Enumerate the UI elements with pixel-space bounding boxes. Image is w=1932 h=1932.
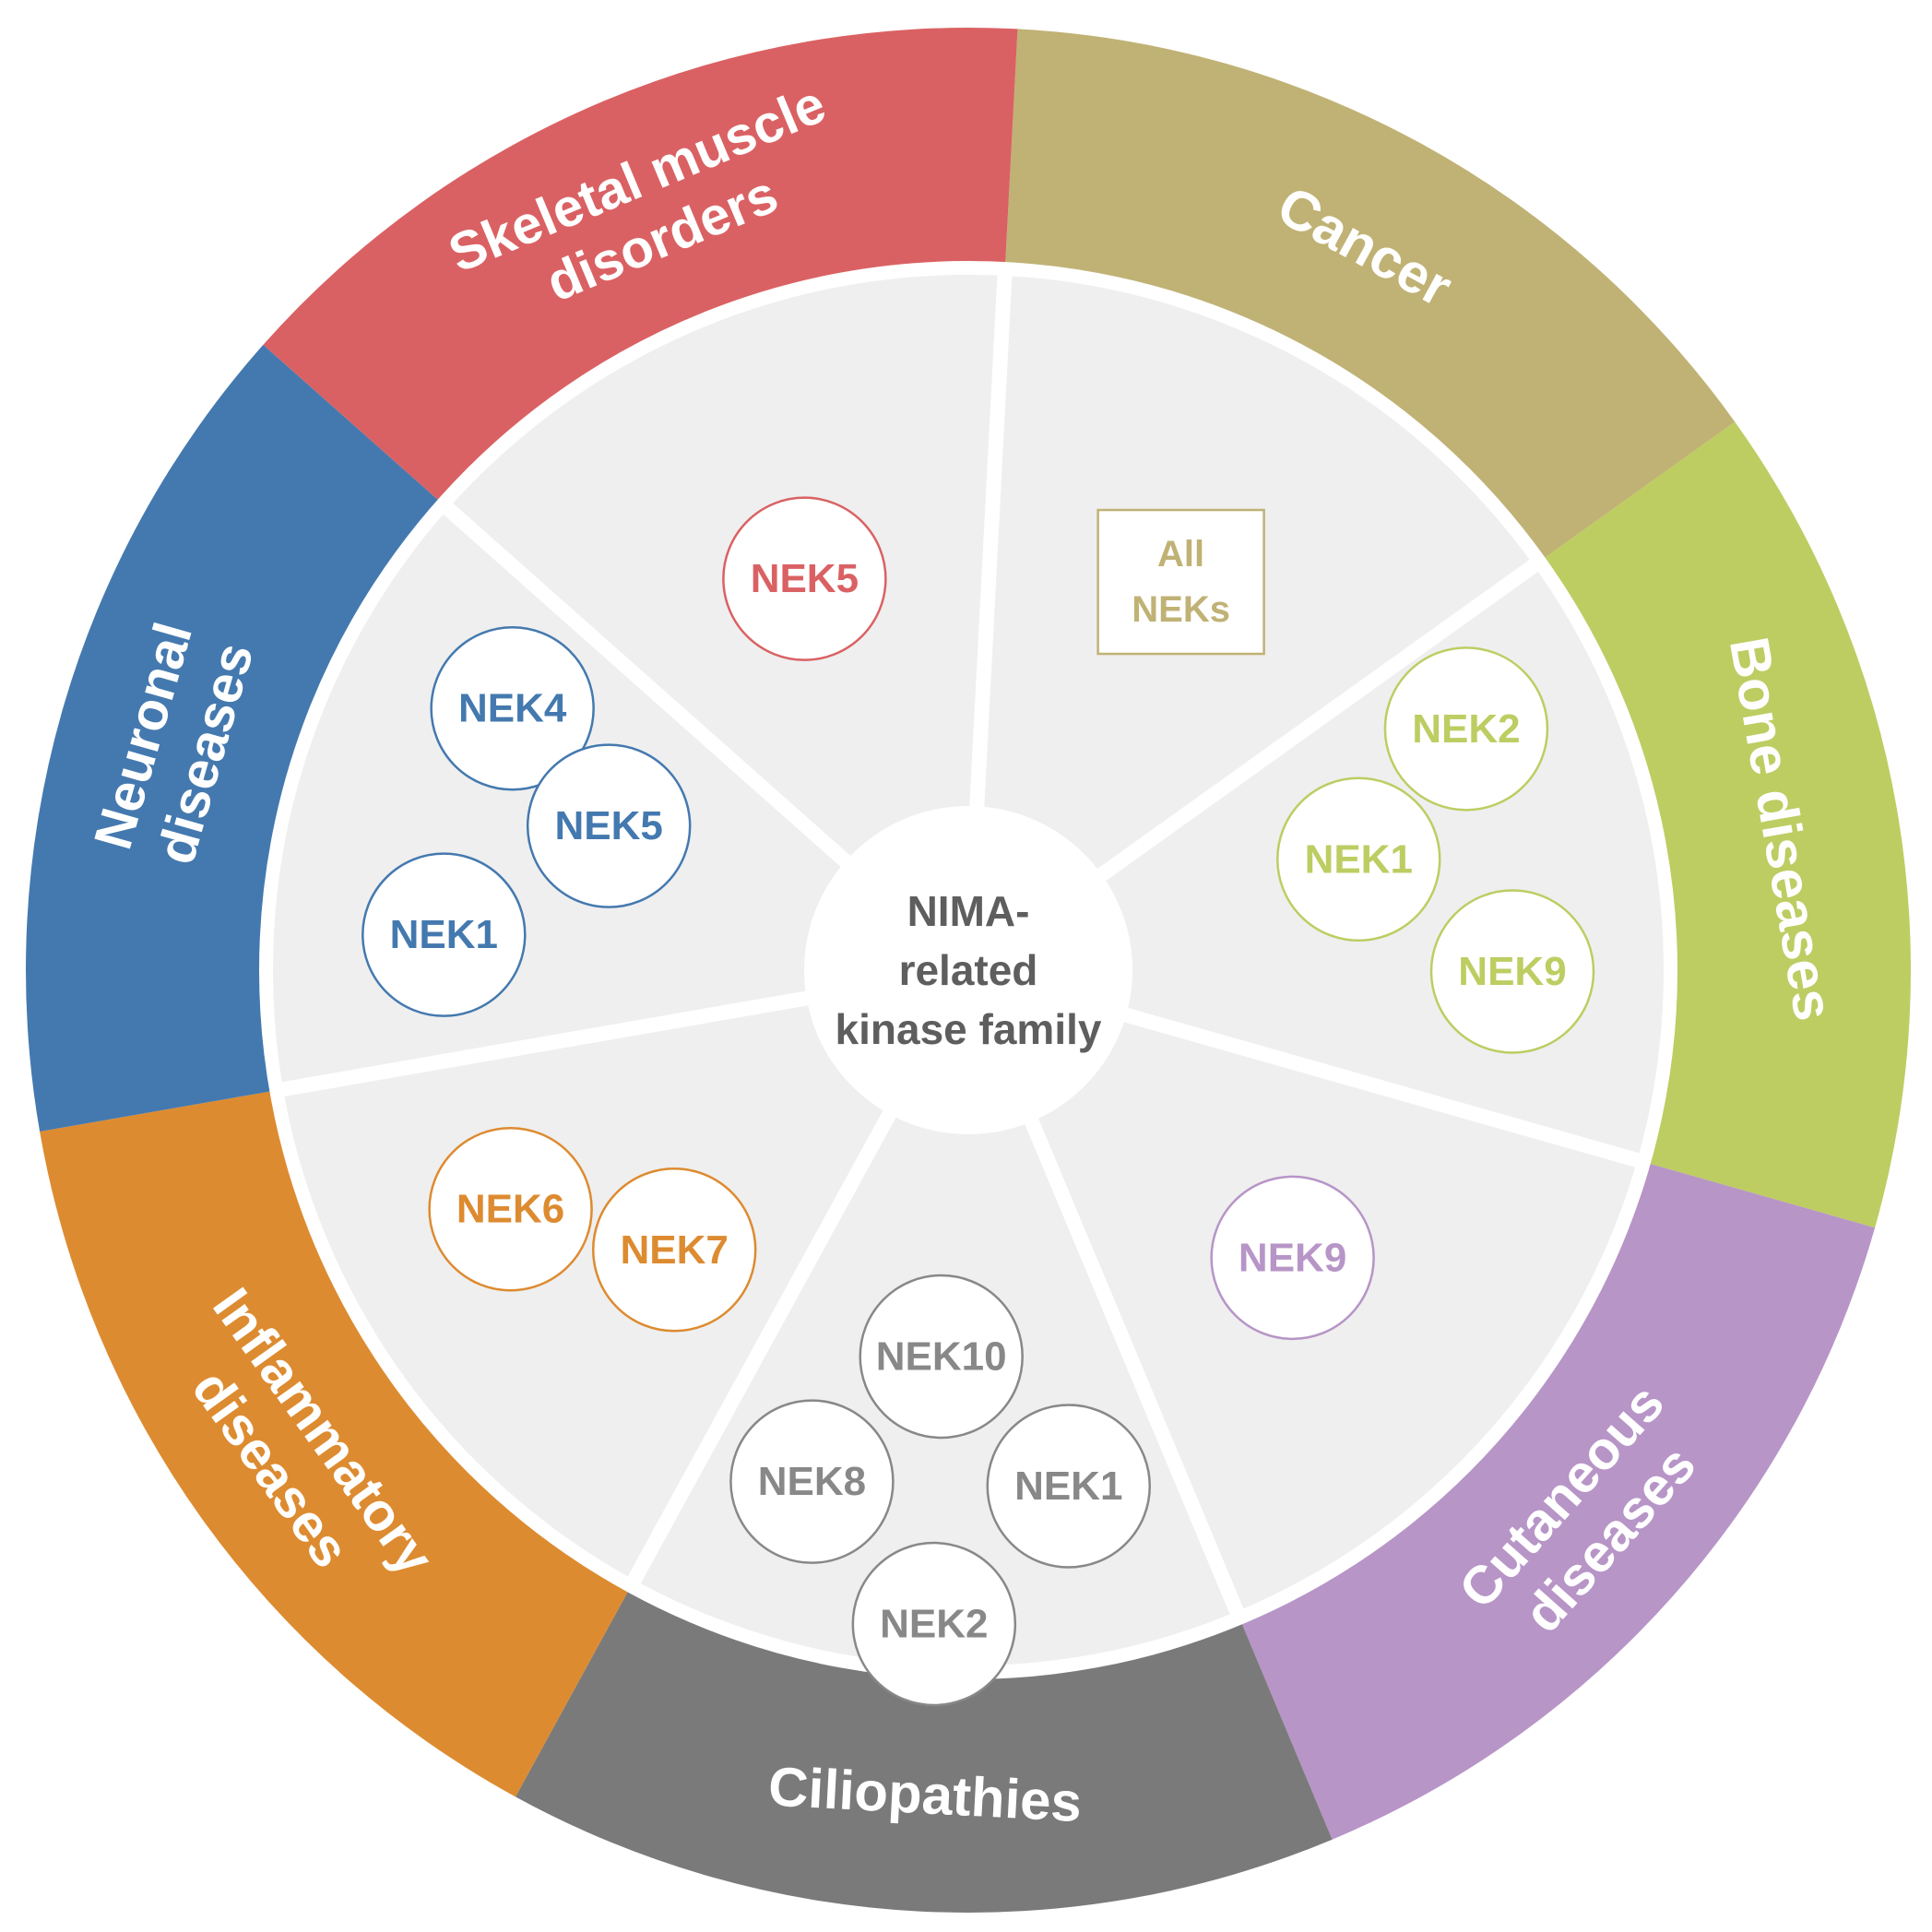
- nek-bubble-cutaneous-nek9: NEK9: [1210, 1175, 1375, 1341]
- nek-bubble-inflammatory-nek6: NEK6: [428, 1126, 593, 1292]
- ring-segment-ciliopathies: [515, 1591, 1333, 1913]
- ring-segment-neuronal: [26, 344, 439, 1132]
- nek-bubble-circle: [526, 743, 692, 908]
- sector-divider: [1089, 558, 1541, 886]
- sector-divider: [279, 989, 817, 1097]
- all-neks-label-line-1: All: [1157, 534, 1204, 575]
- sector-divider: [1021, 1109, 1245, 1618]
- ring-segment-bone: [1544, 421, 1911, 1228]
- sector-inflammatory: NEK7 NEK6: [428, 1126, 757, 1333]
- center-label-line-3: kinase family: [836, 1005, 1102, 1053]
- all-neks-box-frame: [1096, 508, 1265, 656]
- nek-bubble-circle: [1429, 889, 1595, 1054]
- nek-bubble-circle: [591, 1167, 757, 1333]
- sector-divider: [441, 501, 858, 873]
- ring-segment-cutaneous: [1241, 1163, 1876, 1840]
- nek-bubble-label: NEK7: [621, 1227, 729, 1273]
- nek-bubble-label: NEK9: [1458, 949, 1566, 994]
- nek-bubble-ciliopathies-nek10: NEK10: [859, 1274, 1024, 1440]
- nek-bubble-neuronal-nek1: NEK1: [362, 852, 527, 1017]
- nek-bubble-neuronal-nek5: NEK5: [526, 743, 692, 908]
- sector-divider: [1115, 1005, 1642, 1168]
- nek-bubble-circle: [722, 496, 887, 661]
- nek-bubble-circle: [362, 852, 527, 1017]
- nek-bubble-label: NEK9: [1239, 1235, 1346, 1280]
- nek-bubble-label: NEK1: [390, 912, 498, 957]
- nek-bubble-label: NEK5: [751, 556, 859, 601]
- all-neks-label-line-2: NEKs: [1132, 589, 1230, 630]
- nek-bubble-label: NEK1: [1014, 1464, 1122, 1509]
- nek-bubble-circle: [1276, 776, 1441, 942]
- center-circle: [804, 806, 1132, 1134]
- center-label-line-2: related: [899, 946, 1038, 994]
- nek-bubble-circle: [851, 1541, 1017, 1707]
- nek-bubble-ciliopathies-nek2: NEK2: [851, 1541, 1017, 1707]
- ring-segment-skeletal: [263, 28, 1018, 501]
- sector-cutaneous: NEK9: [1210, 1175, 1375, 1341]
- nek-bubble-circle: [1383, 646, 1549, 812]
- nek-bubble-bone-nek9: NEK9: [1429, 889, 1595, 1054]
- sector-divider: [626, 1102, 901, 1586]
- nek-bubble-label: NEK1: [1305, 836, 1413, 882]
- center-label-line-1: NIMA-: [907, 887, 1030, 935]
- segment-bone: Bone diseases: [1544, 421, 1911, 1228]
- nek-bubble-label: NEK6: [456, 1187, 564, 1232]
- nek-bubble-ciliopathies-nek1: NEK1: [986, 1404, 1152, 1569]
- segment-cancer: Cancer: [1005, 29, 1736, 559]
- nek-bubble-ciliopathies-nek8: NEK8: [729, 1399, 895, 1564]
- nek-bubble-label: NEK8: [758, 1459, 866, 1504]
- nek-bubble-circle: [428, 1126, 593, 1292]
- segment-ciliopathies: Ciliopathies: [515, 1591, 1333, 1913]
- nek-bubble-circle: [859, 1274, 1024, 1440]
- ring-segment-inflammatory: [40, 1091, 629, 1797]
- nek-bubble-bone-nek1: NEK1: [1276, 776, 1441, 942]
- nek-bubble-label: NEK10: [876, 1333, 1007, 1379]
- nek-bubble-label: NEK2: [1412, 706, 1520, 752]
- sector-divider: [968, 272, 1013, 816]
- nek-bubble-label: NEK5: [555, 803, 663, 848]
- nek-bubble-circle: [430, 625, 595, 791]
- sector-skeletal: NEK5: [722, 496, 887, 661]
- nek-bubble-label: NEK2: [880, 1602, 988, 1647]
- nek-bubble-skeletal-nek5: NEK5: [722, 496, 887, 661]
- nek-bubble-circle: [729, 1399, 895, 1564]
- nek-bubble-inflammatory-nek7: NEK7: [591, 1167, 757, 1333]
- nek-bubble-neuronal-nek4: NEK4: [430, 625, 595, 791]
- nek-bubble-circle: [986, 1404, 1152, 1569]
- ring-segment-cancer: [1005, 29, 1736, 559]
- nek-bubble-circle: [1210, 1175, 1375, 1341]
- center-hub: NIMA-related kinase family: [804, 806, 1132, 1134]
- nek-bubble-bone-nek2: NEK2: [1383, 646, 1549, 812]
- nek-bubble-label: NEK4: [458, 686, 567, 731]
